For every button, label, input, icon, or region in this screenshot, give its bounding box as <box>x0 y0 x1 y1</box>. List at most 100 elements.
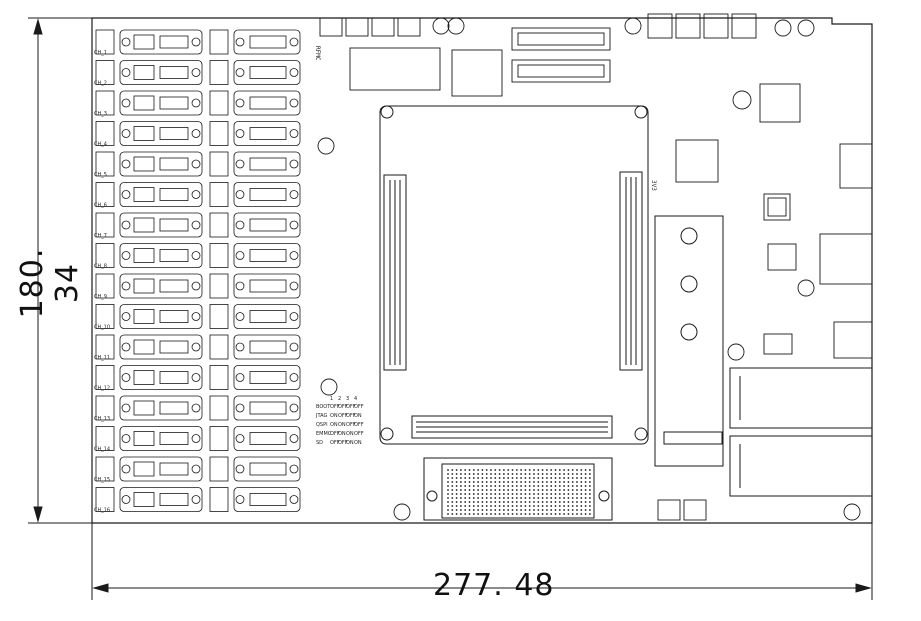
pin-dot <box>455 473 458 475</box>
channel-chip <box>159 401 189 415</box>
pin-dot <box>520 489 522 491</box>
pin-dot <box>460 473 462 475</box>
pin-dot <box>511 481 514 483</box>
switch-row-name: QSPI <box>316 422 328 428</box>
pin-dot <box>472 493 475 495</box>
channel-connector <box>95 334 115 360</box>
pin-dot <box>541 505 544 507</box>
pin-dot <box>472 501 475 503</box>
pin-dot <box>511 477 514 479</box>
mount-hole <box>289 464 299 474</box>
pin-dot <box>589 493 591 495</box>
channel-block-a <box>119 487 203 512</box>
pin-dot <box>528 513 531 515</box>
pin-dot <box>546 505 548 507</box>
pin-dot <box>563 489 565 491</box>
channel-chip <box>133 34 155 50</box>
pin-dot <box>460 493 462 495</box>
pin-dot <box>447 501 449 503</box>
pin-dot <box>546 469 548 471</box>
pin-dot <box>494 509 497 511</box>
channel-connector <box>95 426 115 451</box>
pin-dot <box>558 497 561 499</box>
channel-row-label: CH_14 <box>94 447 110 453</box>
mount-hole <box>191 98 201 108</box>
mount-hole <box>235 251 245 260</box>
channel-block-a <box>119 243 203 268</box>
channel-chip <box>249 127 287 140</box>
pin-dot <box>477 505 479 507</box>
pin-dot <box>455 485 458 487</box>
pin-dot <box>494 493 497 495</box>
pin-dot <box>498 505 501 507</box>
pin-dot <box>447 485 449 487</box>
pin-dot <box>541 493 544 495</box>
switch-cell: OFF <box>338 440 348 446</box>
pin-dot <box>507 501 510 503</box>
channel-chip <box>133 461 155 477</box>
pin-dot <box>490 513 492 515</box>
pin-dot <box>563 497 565 499</box>
channel-chip <box>159 493 189 506</box>
pin-dot <box>503 497 505 499</box>
channel-row-label: CH_2 <box>94 81 107 87</box>
pin-dot <box>511 505 514 507</box>
dimension-lines <box>28 17 873 600</box>
pin-dot <box>558 493 561 495</box>
pin-dot <box>584 481 587 483</box>
pin-dot <box>451 485 454 487</box>
pin-dot <box>490 473 492 475</box>
pin-dot <box>498 485 501 487</box>
pin-dot <box>460 481 462 483</box>
pin-dot <box>468 501 471 503</box>
pin-dot <box>485 477 488 479</box>
mount-hole <box>235 312 245 321</box>
som-module-outline <box>379 105 649 445</box>
pin-dot <box>490 469 492 471</box>
pin-dot <box>468 509 471 511</box>
pin-dot <box>477 473 479 475</box>
channel-chip <box>159 188 189 201</box>
pin-dot <box>541 489 544 491</box>
pin-dot <box>558 509 561 511</box>
channel-block-b <box>233 90 301 116</box>
pin-dot <box>576 497 578 499</box>
pin-dot <box>550 477 553 479</box>
mount-hole <box>235 281 245 291</box>
pin-dot <box>520 505 522 507</box>
switch-cell: ON <box>346 440 354 446</box>
pin-dot <box>464 481 467 483</box>
pin-dot <box>563 473 565 475</box>
channel-connector <box>209 243 229 268</box>
board-outline <box>91 17 873 524</box>
pin-dot <box>468 505 471 507</box>
pin-dot <box>472 485 475 487</box>
pin-dot <box>498 513 501 515</box>
mount-hole <box>289 342 299 352</box>
pin-dot <box>464 501 467 503</box>
channel-chip <box>133 370 155 385</box>
pin-dot <box>507 485 510 487</box>
pin-dot <box>490 501 492 503</box>
switch-row-name: SD <box>316 440 323 446</box>
channel-block-b <box>233 151 301 177</box>
channel-connector <box>209 426 229 451</box>
pin-dot <box>584 489 587 491</box>
channel-connector <box>95 90 115 116</box>
connector-label: RFMC <box>314 46 321 61</box>
channel-chip <box>249 249 287 262</box>
channel-connector <box>209 29 229 55</box>
pin-dot <box>485 509 488 511</box>
pin-dot <box>468 481 471 483</box>
pin-dot <box>567 473 570 475</box>
pin-dot <box>460 485 462 487</box>
mount-hole <box>289 190 299 199</box>
pin-dot <box>576 513 578 515</box>
pin-dot <box>589 473 591 475</box>
pin-dot <box>451 469 454 471</box>
pin-dot <box>498 477 501 479</box>
pin-dot <box>567 477 570 479</box>
pin-dot <box>460 501 462 503</box>
pin-dot <box>520 469 522 471</box>
pin-dot <box>576 485 578 487</box>
